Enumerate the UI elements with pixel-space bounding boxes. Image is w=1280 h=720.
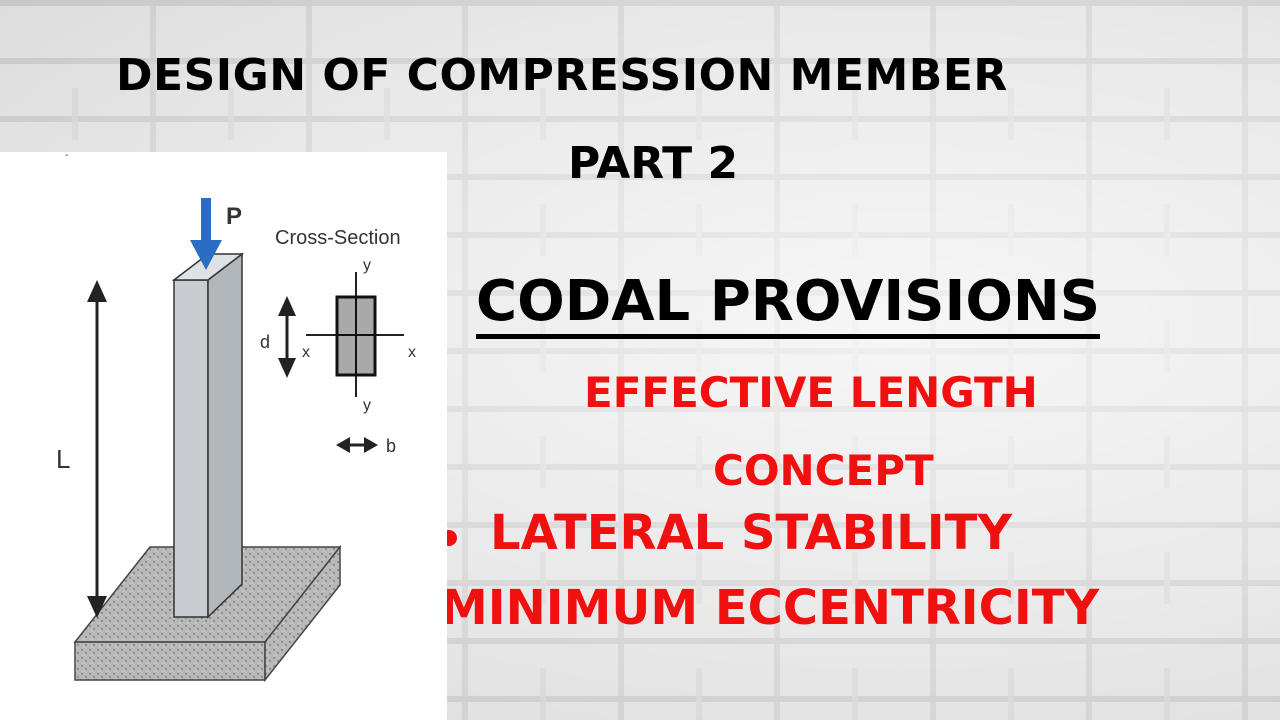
column-figure: ‑ P L Cross-Section <box>0 152 447 720</box>
depth-label: d <box>260 332 270 352</box>
bullet-effective-length-line1: EFFECTIVE LENGTH <box>584 368 1038 417</box>
axis-x-right-label: x <box>408 344 416 361</box>
title-line-1: DESIGN OF COMPRESSION MEMBER <box>116 50 1008 101</box>
column-diagram: ‑ P L Cross-Section <box>56 152 416 683</box>
bullet-effective-length-line2: CONCEPT <box>713 446 934 495</box>
cropped-caption-top: ‑ <box>65 152 68 161</box>
load-label: P <box>226 203 242 230</box>
axis-y-top-label: y <box>363 257 371 274</box>
column <box>171 252 245 619</box>
axis-x-left-label: x <box>302 344 310 361</box>
cross-section-label: Cross-Section <box>275 227 401 249</box>
breadth-dimension-arrow <box>336 437 378 453</box>
length-dimension-arrow <box>87 280 107 618</box>
load-arrow-icon <box>190 198 222 270</box>
depth-dimension-arrow <box>278 296 296 378</box>
bullet-lateral-stability-text: LATERAL STABILITY <box>490 505 1013 561</box>
axis-y-bottom-label: y <box>363 397 371 414</box>
cross-section-drawing <box>306 272 404 397</box>
length-label: L <box>56 444 70 474</box>
title-line-2: PART 2 <box>568 138 739 189</box>
codal-provisions-heading: CODAL PROVISIONS <box>476 270 1101 339</box>
breadth-label: b <box>386 436 396 456</box>
bullet-minimum-eccentricity-text: MINIMUM ECCENTRICITY <box>440 580 1100 636</box>
